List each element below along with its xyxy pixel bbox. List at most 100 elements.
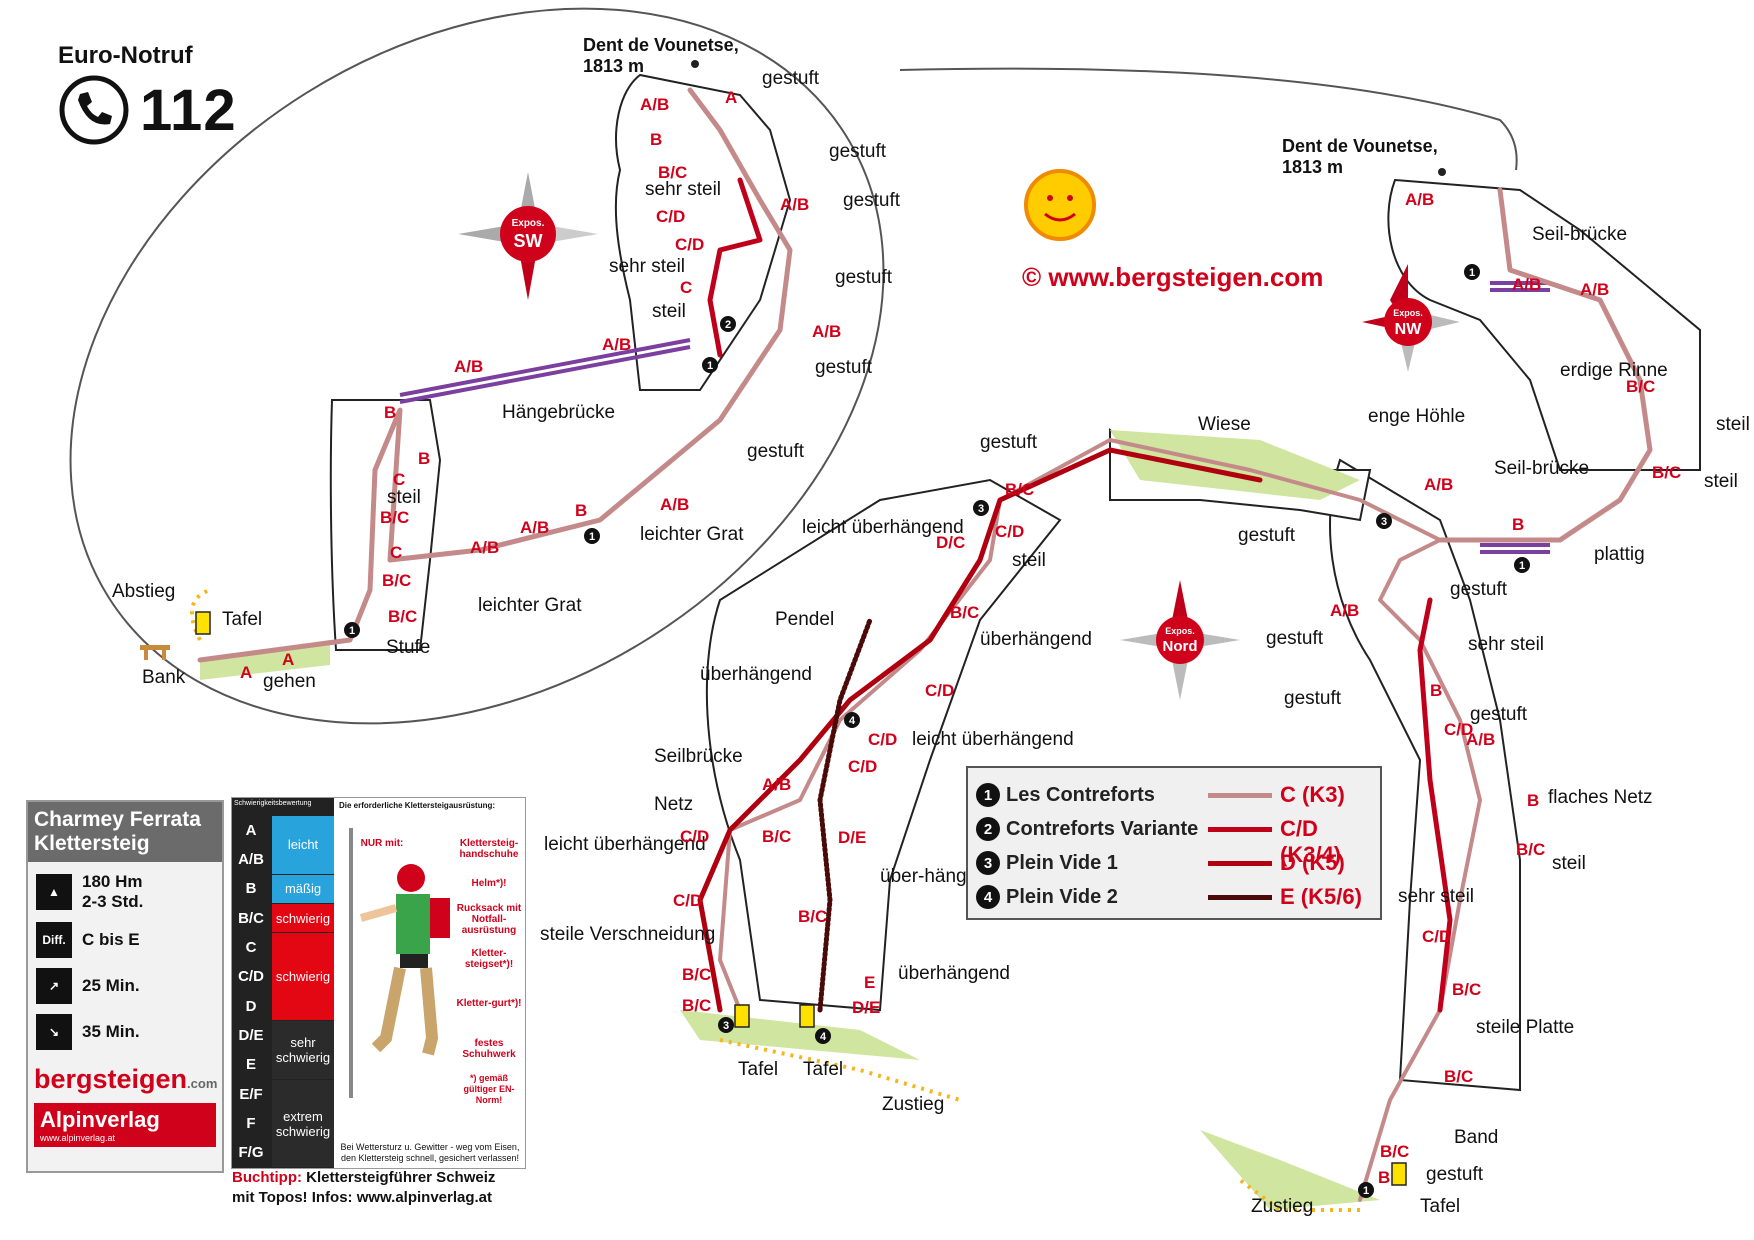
route-name: Plein Vide 1 <box>1006 851 1118 874</box>
label-netz: Netz <box>654 794 693 815</box>
compass-sw-dir: SW <box>514 231 543 251</box>
svg-text:1: 1 <box>1519 560 1525 572</box>
label-steil-w: steil <box>1012 550 1046 571</box>
route-number-badge: 4 <box>976 885 1000 909</box>
grade-scale-title: Schwierigkeitsbewertung <box>234 800 312 807</box>
route-info-card: Charmey Ferrata Klettersteig ▲ 180 Hm 2-… <box>26 800 224 1173</box>
route-grade: C (K3) <box>1280 782 1345 807</box>
phone-icon <box>59 75 129 145</box>
route-title: Charmey Ferrata Klettersteig <box>28 802 222 862</box>
label-plattig: plattig <box>1594 544 1645 565</box>
label-haengebruecke: Hängebrücke <box>502 402 615 423</box>
label-abstieg: Abstieg <box>112 581 175 602</box>
route-line-swatch <box>1208 895 1272 900</box>
compass-nw-word: Expos. <box>1393 308 1423 318</box>
grade-label: B/C <box>762 827 791 846</box>
grade-label: A <box>725 88 737 107</box>
label-tafel-w2: Tafel <box>803 1059 843 1080</box>
grade-label: D/E <box>838 828 866 847</box>
equip-note-6: festes Schuhwerk <box>462 1038 516 1060</box>
route-2-sw <box>707 177 763 358</box>
label-gestuft-sw6: gestuft <box>747 441 805 462</box>
label-pendel: Pendel <box>775 609 834 630</box>
grade-band: leicht <box>272 816 334 874</box>
route-1-nw <box>1437 187 1653 543</box>
grade-band: schwierig <box>272 904 334 933</box>
label-tafel-sw: Tafel <box>222 609 262 630</box>
grade-label: A/B <box>602 335 631 354</box>
label-tafel-n: Tafel <box>1420 1196 1460 1217</box>
label-stufe: Stufe <box>386 637 430 658</box>
svg-text:3: 3 <box>978 503 984 515</box>
inset-ellipse-sw <box>69 7 885 725</box>
grade-label: A/B <box>454 357 483 376</box>
grade-label: C <box>393 470 405 489</box>
grade-label: C/D <box>868 730 897 749</box>
grade-label: A/B <box>780 195 809 214</box>
svg-text:2: 2 <box>725 319 731 331</box>
route-number-badge: 1 <box>976 783 1000 807</box>
label-ueberhaengend-3: überhängend <box>898 963 1010 984</box>
label-steil-sw2: steil <box>652 301 686 322</box>
grade-F-G: F/G <box>238 1144 264 1162</box>
emergency-notice: Euro-Notruf 112 <box>58 42 258 146</box>
label-erdige-rinne: erdige Rinne <box>1560 360 1668 381</box>
grade-label: C <box>680 278 692 297</box>
copyright-text: © www.bergsteigen.com <box>1022 262 1324 292</box>
label-seil-bruecke-n: Seil-brücke <box>1494 458 1589 479</box>
grade-A: A <box>245 821 257 839</box>
grade-label: C/D <box>995 522 1024 541</box>
svg-text:3: 3 <box>1381 516 1387 528</box>
compass-nord-word: Expos. <box>1165 626 1195 636</box>
grade-label: C/D <box>656 207 685 226</box>
grade-label: A/B <box>1405 190 1434 209</box>
height-gain: 180 Hm <box>82 872 143 891</box>
label-steil-n: steil <box>1552 853 1586 874</box>
svg-text:3: 3 <box>723 1020 729 1032</box>
grade-F: F <box>246 1115 256 1132</box>
label-leicht-ueberhaengend-2: leicht überhängend <box>912 729 1074 750</box>
grade-label: B/C <box>798 907 827 926</box>
legend-row: 4 Plein Vide 2 <box>976 880 1118 914</box>
route-name: Plein Vide 2 <box>1006 885 1118 908</box>
label-steile-verschneidung: steile Verschneidung <box>540 924 715 945</box>
grade-label: A/B <box>1330 601 1359 620</box>
label-gestuft-sw4: gestuft <box>835 267 893 288</box>
inset-connector-line <box>899 67 1518 171</box>
weather-warning: Bei Wettersturz u. Gewitter - weg vom Ei… <box>340 1142 520 1163</box>
route-name: Les Contreforts <box>1006 783 1155 806</box>
equip-note-1: Klettersteig-handschuhe <box>459 838 519 860</box>
grade-C-D: C/D <box>238 968 264 986</box>
route-2-nord <box>1417 597 1453 1013</box>
svg-text:1: 1 <box>589 531 595 543</box>
grade-label: B <box>384 403 396 422</box>
route-number-markers: 1 1 1 2 1 1 3 3 4 3 4 1 <box>344 264 1530 1198</box>
grade-label: B/C <box>950 603 979 622</box>
abstieg-path <box>190 588 211 641</box>
label-band: Band <box>1454 1127 1498 1148</box>
book-tip: Buchtipp: Klettersteigführer Schweiz mit… <box>232 1169 496 1206</box>
label-gestuft-sw2: gestuft <box>829 141 887 162</box>
grade-B: B <box>245 880 257 898</box>
label-flaches-netz: flaches Netz <box>1548 787 1653 808</box>
label-steil-nw1: steil <box>1716 414 1750 435</box>
grade-label: D/E <box>852 998 880 1017</box>
route-4-nord <box>817 617 873 1013</box>
route-1-sw <box>197 87 793 663</box>
grade-label: B <box>1378 1168 1390 1187</box>
svg-text:1: 1 <box>349 625 355 637</box>
label-gestuft-n4: gestuft <box>1266 628 1324 649</box>
label-wiese: Wiese <box>1198 414 1251 435</box>
route-line-swatch <box>1208 861 1272 866</box>
sun-icon <box>1024 169 1096 241</box>
grade-label: B/C <box>1005 480 1034 499</box>
grade-B-C: B/C <box>238 909 264 927</box>
grade-A-B: A/B <box>238 851 264 868</box>
legend-row: 1 Les Contreforts <box>976 778 1155 812</box>
label-sehr-steil-n2: sehr steil <box>1398 886 1474 907</box>
label-gestuft-n2: gestuft <box>1238 525 1296 546</box>
equipment-panel: Die erforderliche Klettersteigausrüstung… <box>336 798 524 1168</box>
label-gestuft-n7: gestuft <box>1426 1164 1484 1185</box>
